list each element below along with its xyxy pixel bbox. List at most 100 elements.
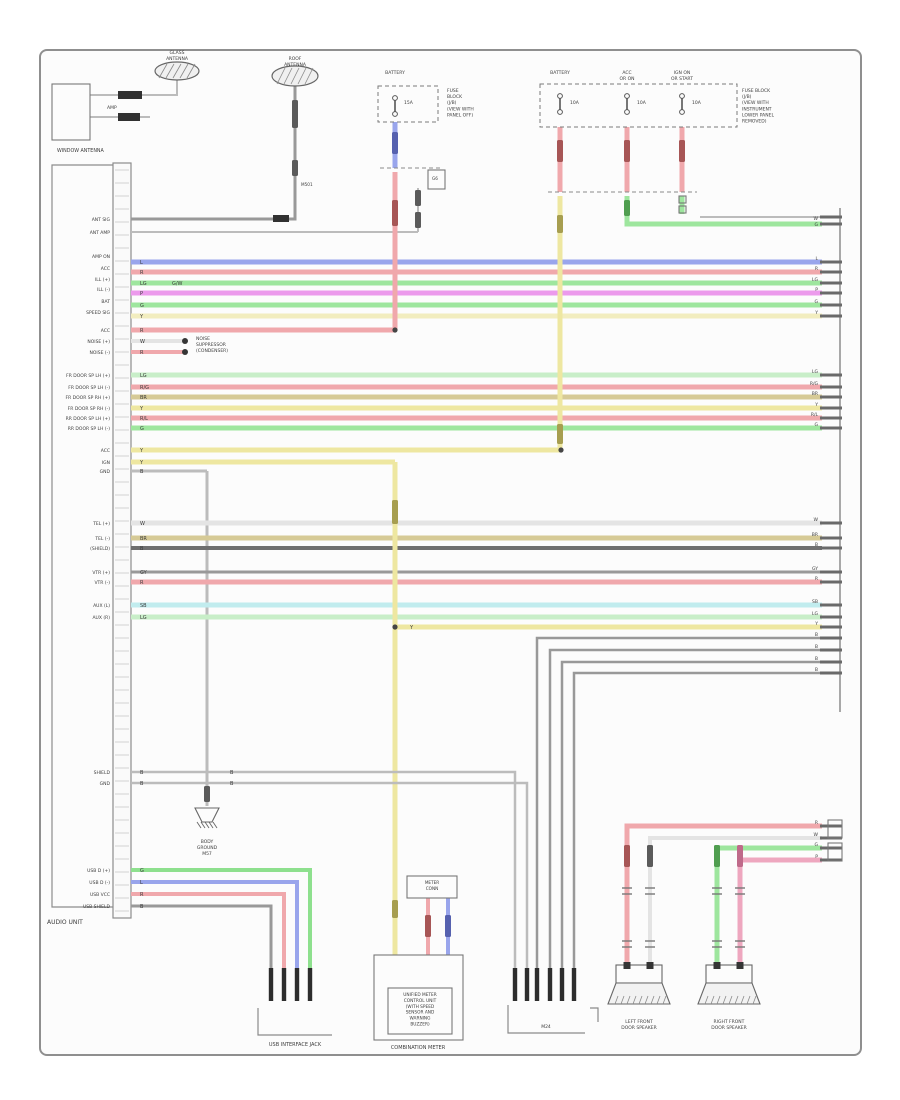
- diagram-label: (J/B): [742, 94, 752, 100]
- wire-tip: [524, 968, 530, 1001]
- glass-antenna-hatch: [179, 63, 189, 79]
- diagram-label: AUDIO UNIT: [47, 919, 83, 926]
- speaker-terminal: [646, 962, 654, 969]
- diagram-label: ANTENNA: [166, 56, 189, 62]
- diagram-label: ACC: [101, 266, 110, 272]
- junction-dot: [558, 447, 564, 453]
- diagram-label: B: [140, 770, 144, 776]
- diagram-label: USB INTERFACE JACK: [269, 1042, 322, 1048]
- speaker-hatch: [650, 995, 655, 1005]
- diagram-label: G6: [432, 176, 438, 181]
- diagram-label: LG: [812, 611, 819, 617]
- busbar-tick: [820, 671, 842, 675]
- diagram-label: GLASS: [170, 50, 185, 56]
- wire-shield-a: [131, 770, 517, 1000]
- busbar-tick: [820, 416, 842, 420]
- busbar-tick: [820, 406, 842, 410]
- busbar-tick: [820, 281, 842, 285]
- diagram-label: ACC: [101, 448, 110, 454]
- diagram-label: FUSE BLOCK: [742, 88, 771, 94]
- roof-antenna-hatch: [304, 67, 314, 85]
- diagram-label: M501: [301, 182, 313, 187]
- diagram-label: NOISE (+): [87, 339, 110, 345]
- wire-connector-segment: [737, 845, 743, 867]
- diagram-label: LG: [812, 369, 819, 375]
- edge-conn-1: [827, 819, 843, 839]
- diagram-label: USB VCC: [90, 892, 110, 898]
- busbar-tick: [820, 426, 842, 430]
- wire-lf-spk-minus: [648, 836, 822, 965]
- diagram-label: 10A: [692, 100, 702, 106]
- diagram-label: BUZZER): [410, 1022, 430, 1028]
- diagram-label: ROOF: [289, 56, 302, 62]
- diagram-label: ANT SIG: [92, 217, 111, 223]
- wire-tip: [268, 968, 274, 1001]
- wire-connector-segment: [647, 845, 653, 867]
- diagram-label: SUPPRESSOR: [196, 342, 226, 348]
- diagram-label: USB D (-): [89, 880, 110, 886]
- diagram-label: AUX (R): [92, 615, 110, 621]
- diagram-label: R/G: [810, 381, 819, 387]
- busbar-tick: [820, 615, 842, 619]
- diagram-label: WINDOW ANTENNA: [57, 148, 104, 154]
- speaker-terminal: [736, 962, 744, 969]
- glass-antenna-hatch: [165, 63, 175, 79]
- diagram-label: L: [140, 260, 143, 266]
- fuse-block-left: [377, 85, 439, 123]
- busbar-tick: [820, 260, 842, 264]
- speaker-cone: [607, 982, 671, 1005]
- speaker-hatch: [728, 995, 733, 1005]
- roof-antenna-hatch: [283, 67, 293, 85]
- diagram-label: SB: [812, 599, 818, 605]
- diagram-label: ILL (+): [95, 277, 110, 283]
- busbar-tick: [820, 291, 842, 295]
- wire-comm-3: [560, 660, 822, 1000]
- busbar-tick: [820, 373, 842, 377]
- diagram-label: G: [815, 842, 819, 848]
- ground-hatch: [200, 821, 206, 829]
- diagram-label: 10A: [637, 100, 647, 106]
- diagram-label: 15A: [404, 100, 414, 106]
- diagram-label: LG: [140, 281, 147, 287]
- inline-connector-blob: [118, 91, 142, 99]
- wire-comm-1: [535, 636, 822, 1000]
- diagram-label: GND: [100, 781, 111, 787]
- diagram-label: R/L: [811, 412, 819, 418]
- wire-connector-segment: [392, 500, 398, 524]
- busbar-tick: [820, 846, 842, 850]
- diagram-label: BATTERY: [550, 70, 570, 76]
- diagram-label: 10A: [570, 100, 580, 106]
- wire-connector-segment: [445, 915, 451, 937]
- diagram-label: COMBINATION METER: [391, 1045, 446, 1051]
- wire-tip: [512, 968, 518, 1001]
- diagram-label: G/W: [172, 281, 183, 287]
- diagram-label: AMP: [107, 105, 117, 111]
- diagram-label: CONTROL UNIT: [404, 998, 437, 1004]
- diagram-label: B: [230, 781, 234, 787]
- roof-antenna-hatch: [290, 67, 300, 85]
- diagram-label: OR START: [671, 76, 693, 82]
- diagram-label: B: [815, 656, 818, 662]
- glass-antenna-hatch: [186, 63, 196, 79]
- busbar-tick: [820, 660, 842, 664]
- condenser-terminal: [182, 349, 188, 355]
- speaker-hatch: [716, 995, 721, 1005]
- busbar-tick: [820, 536, 842, 540]
- busbar-tick: [820, 314, 842, 318]
- diagram-label: W: [814, 216, 819, 222]
- speaker-hatch: [746, 995, 751, 1005]
- diagram-label: FR DOOR SP RH (-): [68, 406, 111, 412]
- diagram-label: SPEED SIG: [86, 310, 110, 316]
- speaker-hatch: [722, 995, 727, 1005]
- diagram-label: BLOCK: [447, 94, 463, 100]
- busbar-tick: [820, 222, 842, 226]
- diagram-label: VTR (-): [94, 580, 110, 586]
- diagram-label: G: [815, 299, 819, 305]
- diagram-label: Y: [139, 448, 144, 454]
- glass-antenna-hatch: [158, 63, 168, 79]
- diagram-label: B: [815, 542, 818, 548]
- diagram-label: (CONDENSER): [196, 348, 228, 354]
- ground-symbol: [194, 807, 220, 823]
- speaker-hatch: [710, 995, 715, 1005]
